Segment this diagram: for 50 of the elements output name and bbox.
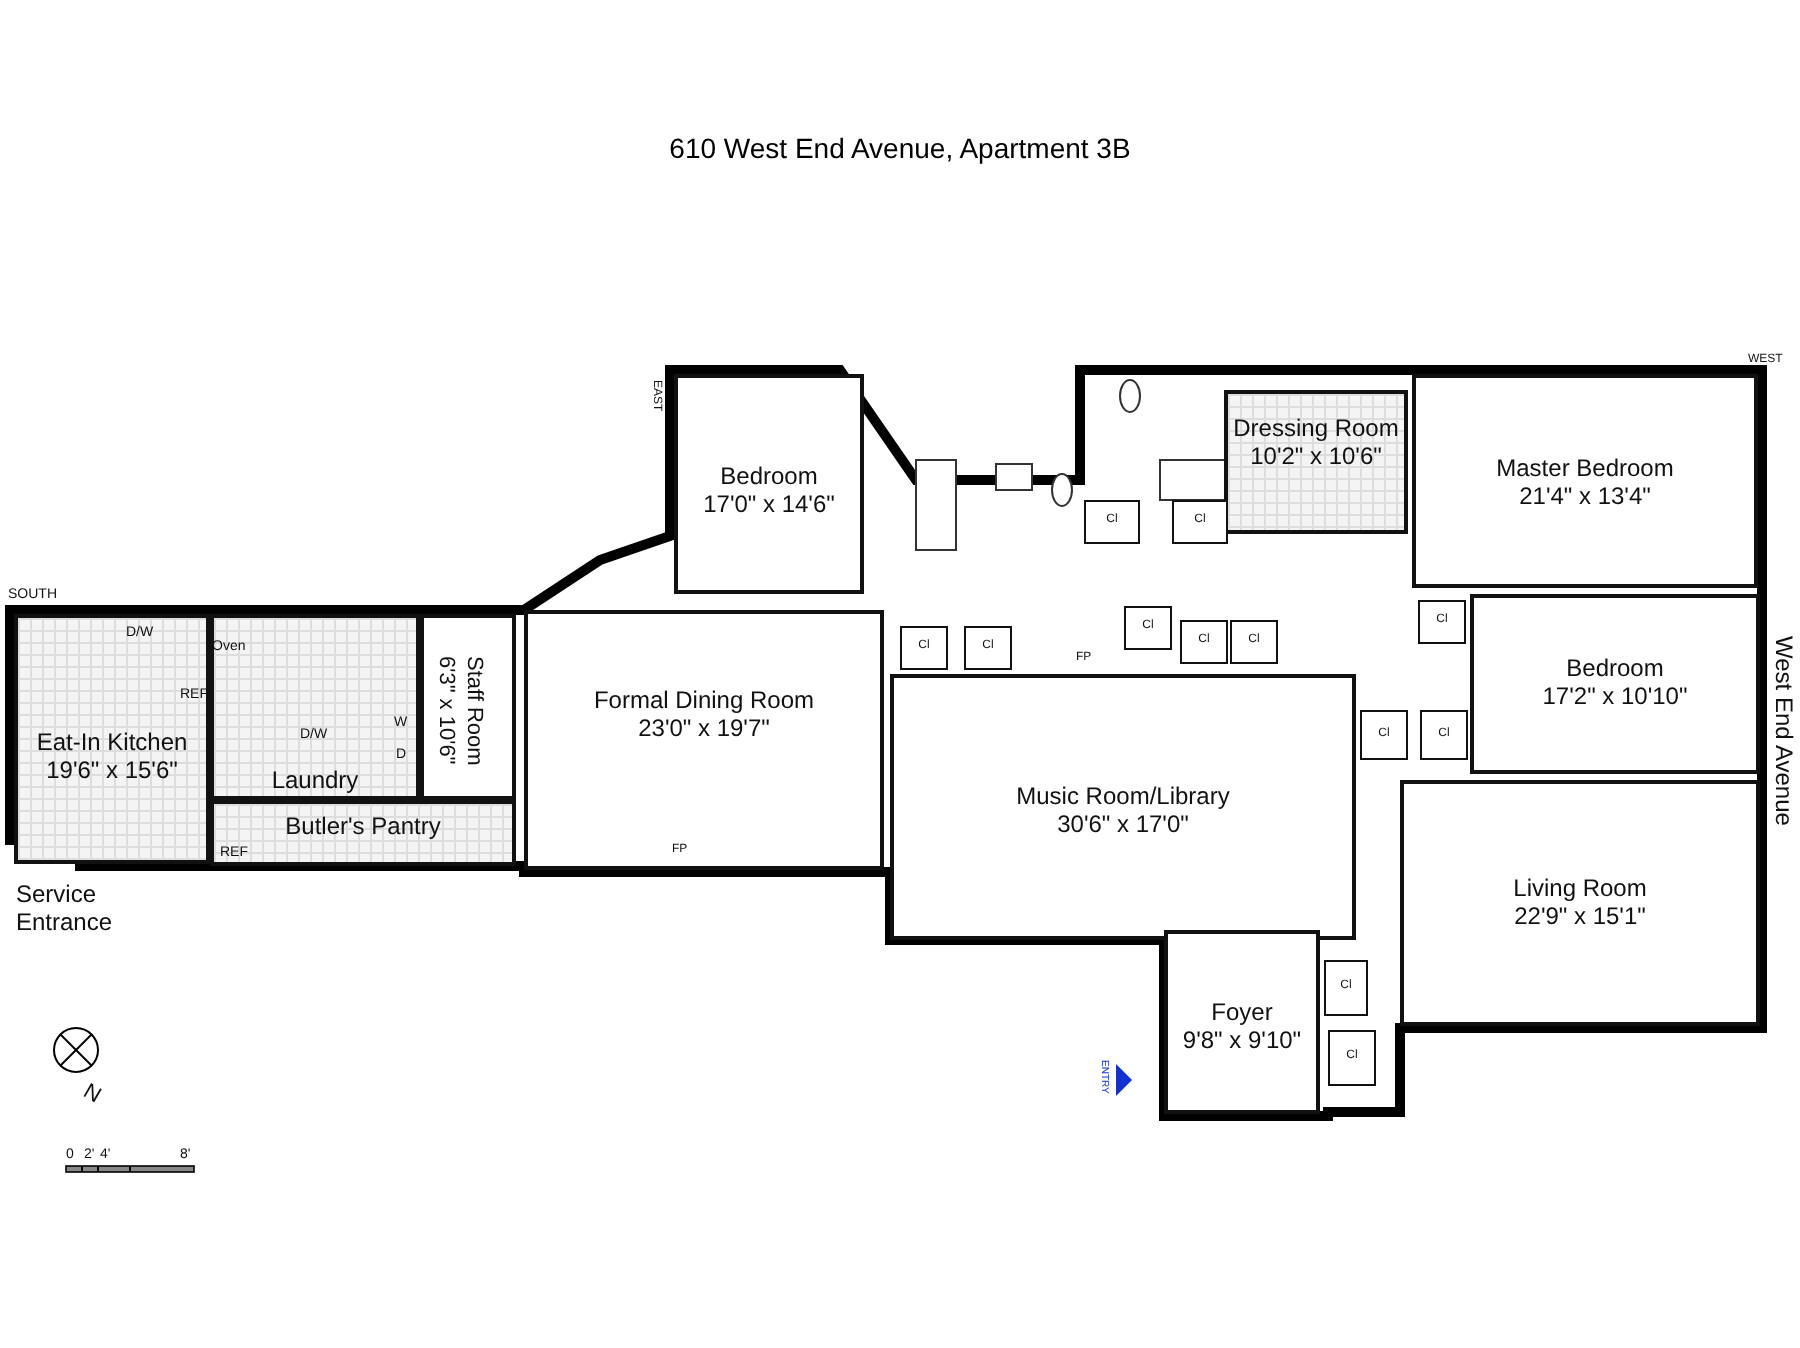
room-name: Bedroom <box>1566 654 1664 682</box>
room-name: Eat-In Kitchen <box>36 728 188 756</box>
closet <box>900 626 948 670</box>
room-dimensions: 19'6" x 15'6" <box>46 756 178 784</box>
room-dimensions: 22'9" x 15'1" <box>1514 902 1646 930</box>
room-name: Laundry <box>271 766 359 794</box>
room <box>1400 780 1760 1026</box>
room <box>14 614 210 864</box>
room-dimensions: 30'6" x 17'0" <box>1057 810 1189 838</box>
closet <box>1230 620 1278 664</box>
room-name: Bedroom <box>720 462 818 490</box>
room-name: Formal Dining Room <box>593 686 815 714</box>
room <box>1412 374 1758 588</box>
closet <box>1180 620 1228 664</box>
room-name: Staff Room <box>460 655 488 765</box>
room-name: Music Room/Library <box>1016 782 1230 810</box>
room <box>674 374 864 594</box>
room <box>210 614 420 800</box>
room-dimensions: 10'2" x 10'6" <box>1250 442 1382 470</box>
room <box>1470 594 1760 774</box>
room-dimensions: 17'0" x 14'6" <box>703 490 835 518</box>
closet <box>964 626 1012 670</box>
closet <box>1084 500 1140 544</box>
plan-title: 610 West End Avenue, Apartment 3B <box>667 132 1133 164</box>
closet <box>1360 710 1408 760</box>
closet <box>1172 500 1228 544</box>
closet <box>1328 1030 1376 1086</box>
closet <box>1420 710 1468 760</box>
room <box>210 800 516 866</box>
north-label: N <box>79 1079 105 1109</box>
room <box>1224 390 1408 534</box>
room-dimensions: 9'8" x 9'10" <box>1182 1026 1302 1054</box>
closet <box>1124 606 1172 650</box>
room <box>420 614 516 800</box>
room-name: Butler's Pantry <box>285 812 441 840</box>
entrance-label: Service Entrance <box>16 880 115 936</box>
room-dimensions: 23'0" x 19'7" <box>638 714 770 742</box>
room-name: Foyer <box>1211 998 1273 1026</box>
room-dimensions: 17'2" x 10'10" <box>1542 682 1688 710</box>
room <box>1164 930 1320 1114</box>
room <box>524 610 884 870</box>
room <box>890 674 1356 940</box>
room-name: Master Bedroom <box>1496 454 1674 482</box>
room-dimensions: 6'3" x 10'6" <box>432 655 460 765</box>
street-name: West End Avenue <box>1770 636 1798 826</box>
closet <box>1324 960 1368 1016</box>
closet <box>1418 600 1466 644</box>
room-name: Living Room <box>1513 874 1647 902</box>
room-name: Dressing Room <box>1233 414 1399 442</box>
room-dimensions: 21'4" x 13'4" <box>1519 482 1651 510</box>
